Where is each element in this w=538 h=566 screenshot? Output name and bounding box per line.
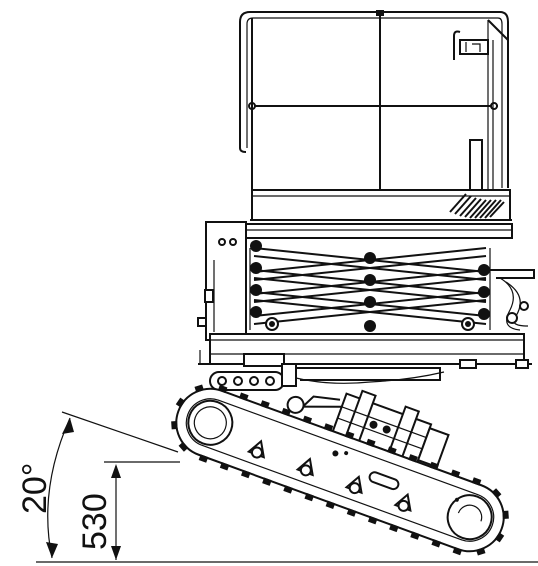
track-lug	[476, 547, 486, 556]
crawler-track	[171, 384, 509, 556]
track-lug	[262, 477, 272, 486]
track-lug	[194, 384, 204, 393]
track-lug	[410, 531, 420, 540]
track-lug	[178, 441, 189, 452]
dimension-lines	[36, 411, 538, 563]
track-lug	[260, 400, 270, 409]
track-lug	[281, 407, 291, 417]
vent-grille	[449, 193, 505, 219]
chassis	[198, 333, 532, 391]
track-lug	[217, 384, 228, 394]
track-lug	[171, 421, 178, 430]
track-lug	[491, 488, 502, 499]
track-lug	[239, 392, 249, 401]
track-lug	[387, 446, 397, 455]
road-wheels	[246, 439, 459, 513]
track-lug	[198, 454, 209, 463]
height-label: 530	[76, 493, 114, 550]
scissor-mechanism	[197, 221, 535, 341]
track-lug	[452, 546, 463, 556]
track-lug	[408, 454, 418, 463]
angle-label: 20°	[16, 463, 54, 514]
track-lug	[283, 485, 293, 494]
track-lug	[219, 462, 230, 471]
track-lug	[502, 510, 509, 519]
track-lug	[175, 397, 186, 408]
track-lug	[344, 430, 355, 440]
track-lug	[431, 539, 441, 548]
track-lug	[367, 516, 378, 525]
track-lug	[240, 469, 251, 479]
track-lug	[389, 523, 399, 533]
track-lug	[346, 508, 357, 517]
track-lug	[450, 469, 461, 478]
track-lug	[302, 415, 313, 424]
track-lug	[323, 423, 334, 432]
track-lug	[471, 477, 482, 486]
track-lug	[429, 461, 440, 471]
track-lug	[365, 438, 376, 448]
track-lug	[325, 500, 336, 510]
track-lug	[304, 492, 315, 502]
track-lug	[494, 532, 505, 543]
platform-guardrail	[239, 10, 509, 191]
platform-deck	[219, 189, 513, 239]
